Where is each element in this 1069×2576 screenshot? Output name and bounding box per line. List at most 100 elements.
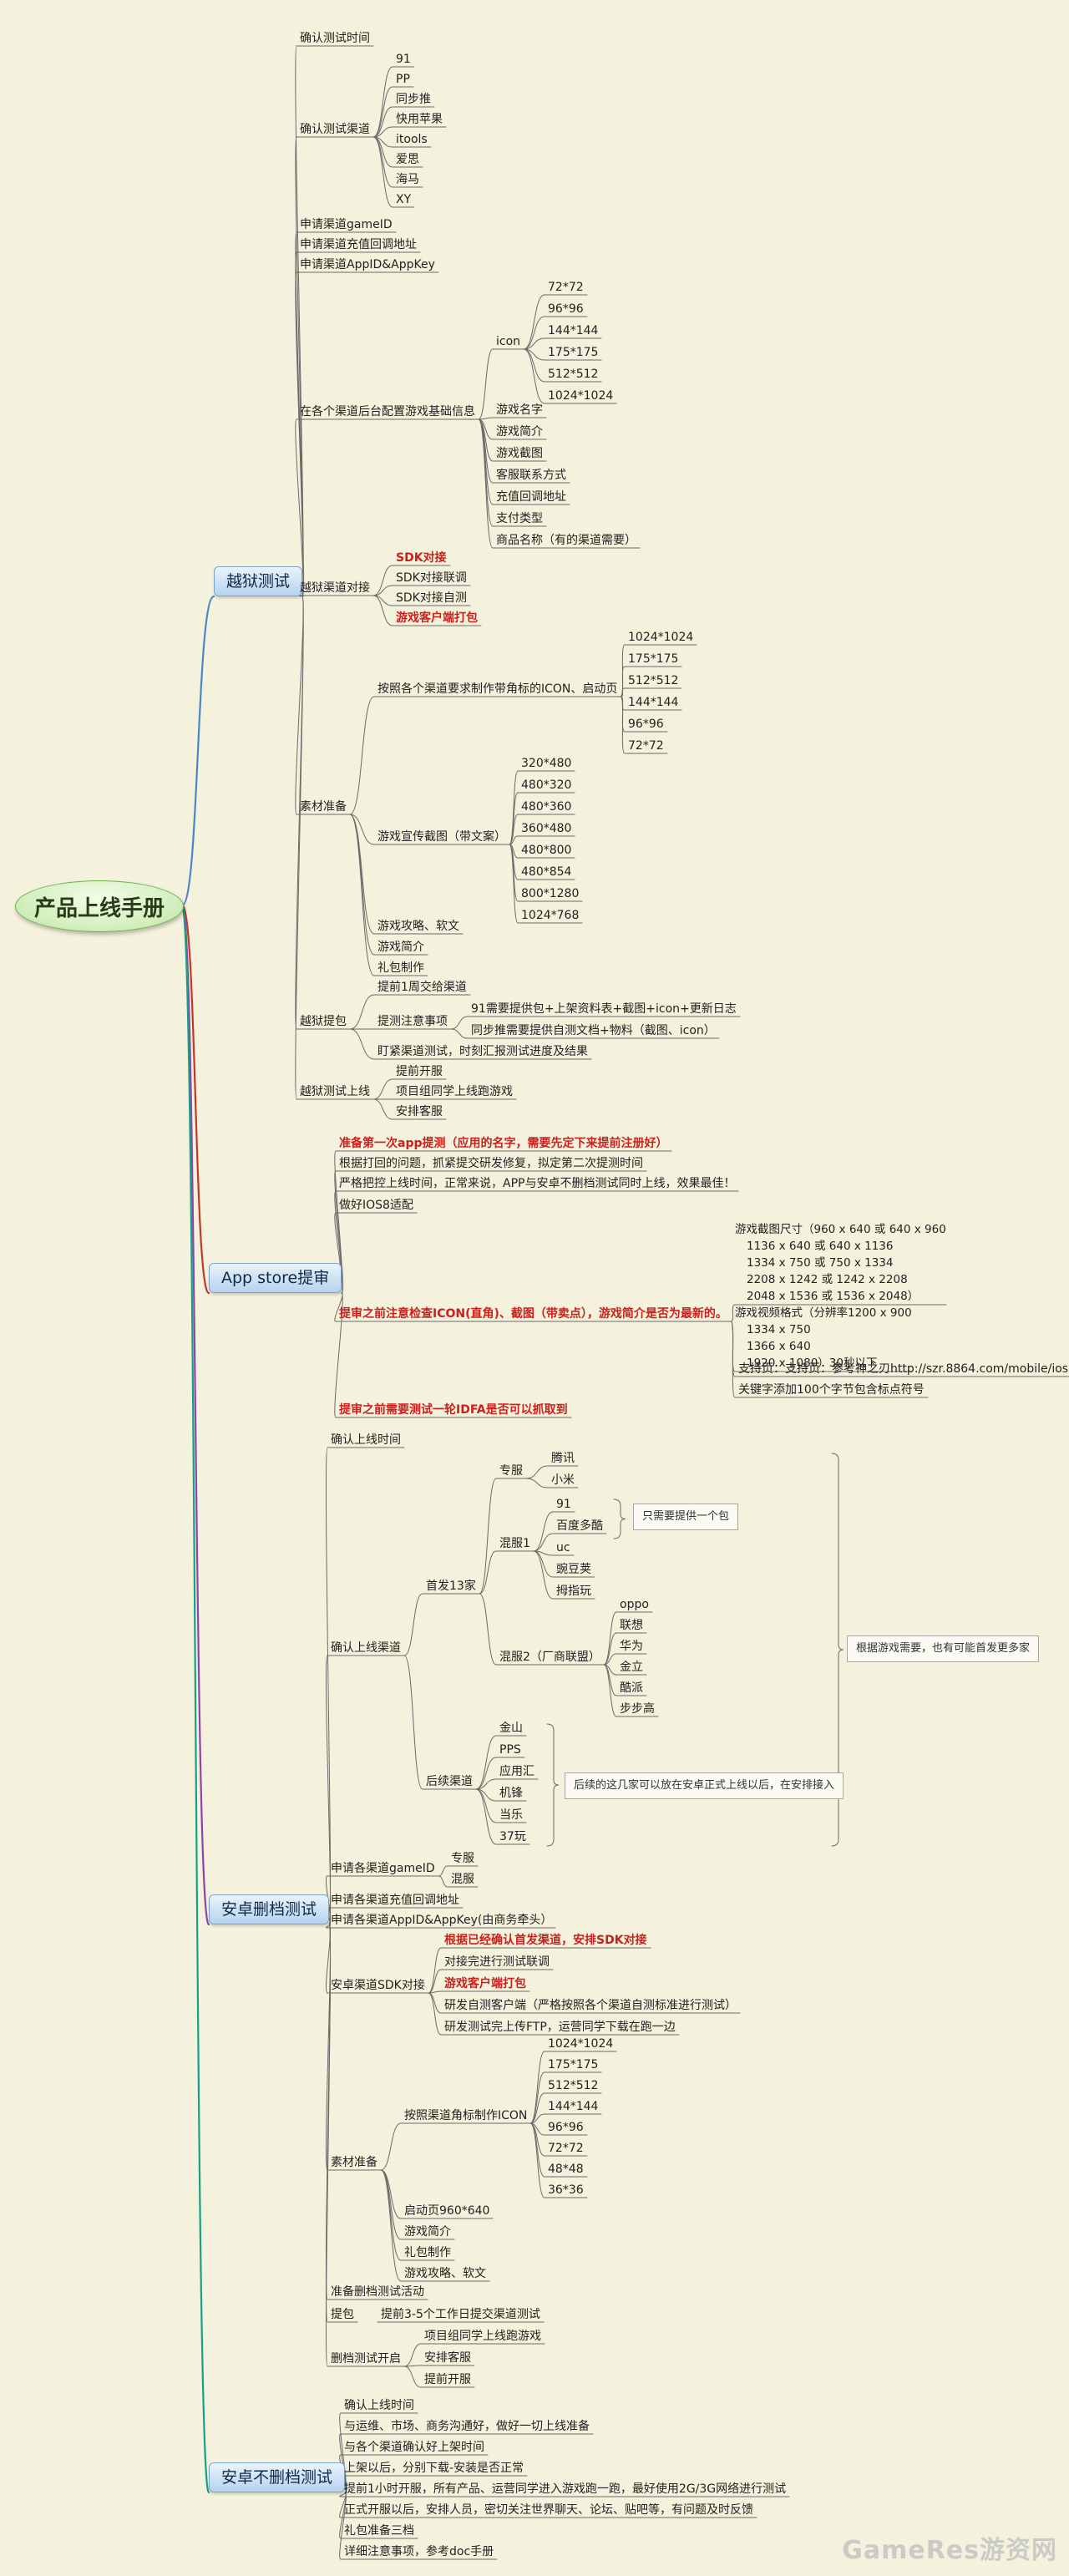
node-submit-week[interactable]: 提前1周交给渠道 — [377, 981, 467, 994]
android-icon-size[interactable]: 72*72 — [548, 2142, 584, 2155]
node-materials[interactable]: 素材准备 — [300, 800, 347, 814]
nodelete-item[interactable]: 详细注意事项，参考doc手册 — [344, 2545, 494, 2558]
later-item[interactable]: PPS — [499, 1743, 521, 1757]
node-delete-test-open[interactable]: 删档测试开启 — [331, 2352, 401, 2366]
mat-icon-size-item[interactable]: 144*144 — [628, 696, 679, 709]
config-item[interactable]: 游戏简介 — [496, 425, 543, 439]
mixed1-item[interactable]: 拇指玩 — [556, 1585, 591, 1598]
material-item[interactable]: 游戏攻略、软文 — [377, 920, 459, 933]
icon-size-item[interactable]: 96*96 — [548, 302, 584, 316]
node-apply-gameid[interactable]: 申请渠道gameID — [300, 218, 393, 231]
material-item[interactable]: 礼包制作 — [377, 961, 424, 975]
node-promo-screens[interactable]: 游戏宣传截图（带文案） — [377, 830, 506, 844]
sdk-item[interactable]: 根据已经确认首发渠道，安排SDK对接 — [444, 1934, 647, 1947]
node-apply-recharge-url[interactable]: 申请渠道充值回调地址 — [300, 238, 417, 251]
android-icon-size[interactable]: 48*48 — [548, 2163, 584, 2176]
node-exclusive-server[interactable]: 专服 — [499, 1464, 523, 1478]
later-item[interactable]: 机锋 — [499, 1787, 523, 1800]
node-confirm-launch-time[interactable]: 确认上线时间 — [331, 1433, 401, 1447]
open-item[interactable]: 安排客服 — [424, 2351, 471, 2365]
node-mixed-server-2[interactable]: 混服2（厂商联盟） — [499, 1651, 600, 1664]
exclusive-item[interactable]: 小米 — [551, 1473, 575, 1487]
nodelete-item[interactable]: 上架以后，分别下载-安装是否正常 — [344, 2462, 524, 2475]
nodelete-item[interactable]: 与运维、市场、商务沟通好，做好一切上线准备 — [344, 2420, 590, 2433]
icon-size-item[interactable]: 175*175 — [548, 346, 599, 359]
shot-size-item[interactable]: 1024*768 — [521, 909, 580, 922]
nodelete-item[interactable]: 确认上线时间 — [344, 2399, 414, 2412]
node-confirm-test-channels[interactable]: 确认测试渠道 — [300, 123, 370, 136]
channel-item[interactable]: PP — [396, 73, 410, 86]
branch-jailbreak[interactable]: 越狱测试 — [214, 566, 303, 596]
mixed2-item[interactable]: 华为 — [620, 1640, 643, 1653]
node-confirm-launch-channels[interactable]: 确认上线渠道 — [331, 1641, 401, 1655]
appstore-item[interactable]: 提审之前注意检查ICON(直角)、截图（带卖点），游戏简介是否为最新的。 — [339, 1307, 727, 1321]
mixed1-item[interactable]: 百度多酷 — [556, 1519, 603, 1533]
shot-size-item[interactable]: 480*800 — [521, 844, 572, 857]
node-icon-launch[interactable]: 按照各个渠道要求制作带角标的ICON、启动页 — [377, 682, 618, 696]
nodelete-item[interactable]: 正式开服以后，安排人员，密切关注世界聊天、论坛、贴吧等，有问题及时反馈 — [344, 2503, 753, 2517]
node-android-materials[interactable]: 素材准备 — [331, 2156, 377, 2169]
channel-item[interactable]: XY — [396, 193, 412, 206]
mixed1-item[interactable]: 91 — [556, 1498, 571, 1511]
channel-item[interactable]: 海马 — [396, 173, 419, 186]
node-jailbreak-connect[interactable]: 越狱渠道对接 — [300, 581, 370, 595]
material-item[interactable]: 游戏简介 — [377, 941, 424, 954]
node-apply-channel-recharge[interactable]: 申请各渠道充值回调地址 — [331, 1894, 459, 1907]
sdk-item[interactable]: 研发自测客户端（严格按照各个渠道自测标准进行测试） — [444, 1999, 737, 2012]
mixed2-item[interactable]: 联想 — [620, 1619, 643, 1632]
branch-android-delete-test[interactable]: 安卓删档测试 — [209, 1894, 330, 1924]
appstore-item[interactable]: 做好IOS8适配 — [339, 1199, 413, 1212]
node-apply-channel-gameid[interactable]: 申请各渠道gameID — [331, 1862, 435, 1875]
sdk-item[interactable]: 游戏客户端打包 — [444, 1977, 526, 1990]
mixed1-item[interactable]: 豌豆荚 — [556, 1563, 591, 1576]
channel-item[interactable]: 同步推 — [396, 93, 431, 106]
shot-size-item[interactable]: 480*854 — [521, 865, 572, 879]
shot-size-item[interactable]: 800*1280 — [521, 887, 580, 900]
node-mixed-server-1[interactable]: 混服1 — [499, 1537, 530, 1550]
appstore-item[interactable]: 准备第一次app提测（应用的名字，需要先定下来提前注册好） — [339, 1137, 668, 1150]
android-material-item[interactable]: 启动页960*640 — [404, 2204, 490, 2218]
config-item[interactable]: 支付类型 — [496, 512, 543, 525]
sdk-item[interactable]: 对接完进行测试联调 — [444, 1955, 550, 1969]
node-delete-test-activity[interactable]: 准备删档测试活动 — [331, 2285, 424, 2299]
icon-size-item[interactable]: 1024*1024 — [548, 389, 614, 403]
gameid-item[interactable]: 专服 — [451, 1852, 474, 1865]
nodelete-item[interactable]: 提前1小时开服，所有产品、运营同学进入游戏跑一跑，最好使用2G/3G网络进行测试 — [344, 2482, 787, 2496]
shot-size-item[interactable]: 480*320 — [521, 778, 572, 792]
mixed1-item[interactable]: uc — [556, 1541, 570, 1554]
config-item[interactable]: 游戏截图 — [496, 447, 543, 460]
android-icon-size[interactable]: 175*175 — [548, 2058, 599, 2071]
later-item[interactable]: 当乐 — [499, 1808, 523, 1822]
later-item[interactable]: 金山 — [499, 1722, 523, 1735]
mixed2-item[interactable]: 金立 — [620, 1661, 643, 1674]
connect-item[interactable]: SDK对接 — [396, 551, 447, 565]
config-item[interactable]: 客服联系方式 — [496, 469, 566, 482]
mat-icon-size-item[interactable]: 175*175 — [628, 652, 679, 666]
submit-note-item[interactable]: 91需要提供包+上架资料表+截图+icon+更新日志 — [471, 1002, 737, 1016]
node-support-page[interactable]: 支持页：支持页：参考神之刃http://szr.8864.com/mobile/… — [738, 1362, 1069, 1376]
gameid-item[interactable]: 混服 — [451, 1873, 474, 1886]
node-jailbreak-submit[interactable]: 越狱提包 — [300, 1015, 347, 1028]
node-keywords[interactable]: 关键字添加100个字节包含标点符号 — [738, 1383, 925, 1397]
android-material-item[interactable]: 礼包制作 — [404, 2246, 451, 2259]
node-android-icon[interactable]: 按照渠道角标制作ICON — [404, 2109, 528, 2122]
mat-icon-size-item[interactable]: 72*72 — [628, 739, 664, 753]
node-config-channel-backend[interactable]: 在各个渠道后台配置游戏基础信息 — [300, 405, 475, 418]
node-submit-track[interactable]: 盯紧渠道测试，时刻汇报测试进度及结果 — [377, 1045, 588, 1058]
nodelete-item[interactable]: 礼包准备三档 — [344, 2524, 414, 2538]
sdk-item[interactable]: 研发测试完上传FTP，运营同学下载在跑一边 — [444, 2021, 676, 2034]
mat-icon-size-item[interactable]: 512*512 — [628, 674, 679, 687]
appstore-item[interactable]: 严格把控上线时间，正常来说，APP与安卓不删档测试同时上线，效果最佳！ — [339, 1177, 736, 1190]
icon-size-item[interactable]: 512*512 — [548, 368, 599, 381]
mixed2-item[interactable]: 酷派 — [620, 1681, 643, 1695]
android-material-item[interactable]: 游戏简介 — [404, 2225, 451, 2239]
node-submit-3-5-days[interactable]: 提前3-5个工作日提交渠道测试 — [381, 2308, 540, 2321]
later-item[interactable]: 37玩 — [499, 1830, 526, 1843]
config-item[interactable]: 充值回调地址 — [496, 490, 566, 504]
launch-item[interactable]: 项目组同学上线跑游戏 — [396, 1085, 513, 1098]
node-android-sdk[interactable]: 安卓渠道SDK对接 — [331, 1979, 425, 1992]
mixed2-item[interactable]: 步步高 — [620, 1702, 655, 1716]
node-first-13[interactable]: 首发13家 — [426, 1580, 476, 1593]
channel-item[interactable]: 快用苹果 — [396, 113, 443, 126]
open-item[interactable]: 项目组同学上线跑游戏 — [424, 2330, 541, 2343]
